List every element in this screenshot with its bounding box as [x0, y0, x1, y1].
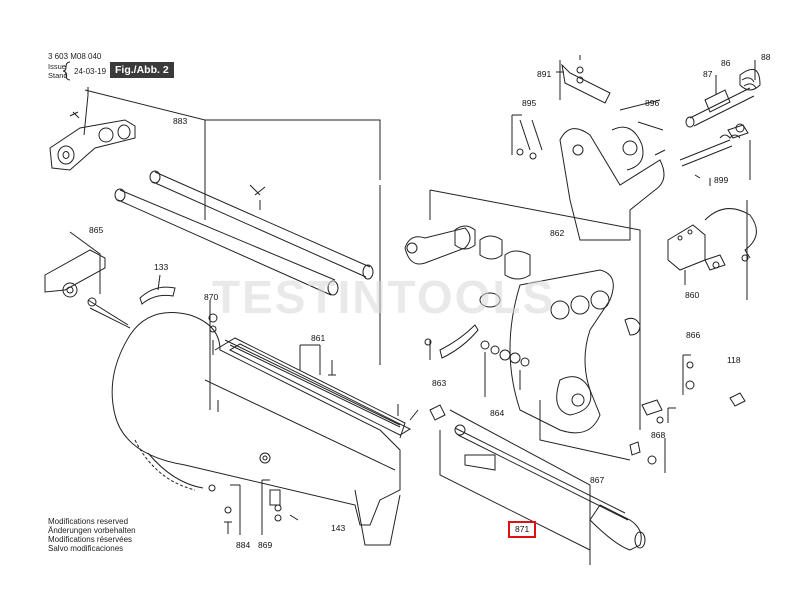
callout-868: 868 [651, 430, 666, 440]
modifications-note-en: Modifications reserved [48, 517, 129, 526]
part-884-869-fasteners [224, 479, 299, 535]
figure-label: Fig./Abb. 2 [110, 62, 174, 78]
part-864-washers [480, 340, 530, 397]
callout-88: 88 [761, 52, 771, 62]
callout-87: 87 [703, 69, 713, 79]
part-867-871-rod-handle [429, 404, 646, 565]
part-862-arm [379, 185, 641, 461]
part-863-segment [424, 324, 479, 360]
part-883-handle-assembly [49, 87, 381, 296]
callout-861: 861 [311, 333, 326, 343]
callout-866: 866 [686, 330, 701, 340]
part-870-screws [208, 300, 219, 412]
part-133-guard [139, 274, 176, 305]
stand-label: Stand [48, 71, 68, 80]
callout-862: 862 [550, 228, 565, 238]
part-86-87-88-shaft [685, 60, 761, 128]
part-861-strip [228, 343, 412, 436]
callout-867: 867 [590, 475, 605, 485]
callout-864: 864 [490, 408, 505, 418]
issue-date: 24-03-19 [74, 67, 107, 76]
part-143-blade-guard-base [111, 312, 419, 546]
callout-883: 883 [173, 116, 188, 126]
callout-871-highlighted: 871 [508, 521, 537, 538]
part-865-bracket [44, 231, 131, 329]
callout-869: 869 [258, 540, 273, 550]
part-860-switch [667, 200, 757, 300]
callout-118: 118 [727, 355, 741, 365]
issue-label: Issue [48, 62, 66, 71]
callout-896: 896 [645, 98, 660, 108]
callout-860: 860 [685, 290, 700, 300]
callout-899: 899 [714, 175, 729, 185]
callout-870: 870 [204, 292, 219, 302]
modifications-note-de: Änderungen vorbehalten [48, 526, 136, 535]
part-899-spring-screw [679, 123, 751, 186]
document-number: 3 603 M08 040 [48, 52, 102, 61]
callout-863: 863 [432, 378, 447, 388]
part-891-clip [556, 55, 611, 104]
callout-891: 891 [537, 69, 552, 79]
part-896-housing [559, 99, 666, 241]
callout-884: 884 [236, 540, 251, 550]
modifications-note-es: Salvo modificaciones [48, 544, 124, 553]
callout-86: 86 [721, 58, 731, 68]
callout-143: 143 [331, 523, 346, 533]
modifications-notes: Modifications reserved Änderungen vorbeh… [48, 517, 136, 553]
part-866-118-868 [629, 354, 746, 473]
watermark-text: TESTINTOOLS [212, 271, 556, 323]
callout-895: 895 [522, 98, 537, 108]
callout-133: 133 [154, 262, 169, 272]
part-895-pins [511, 114, 543, 160]
callout-865: 865 [89, 225, 104, 235]
header-bracket [62, 61, 71, 81]
modifications-note-fr: Modifications réservées [48, 535, 133, 544]
